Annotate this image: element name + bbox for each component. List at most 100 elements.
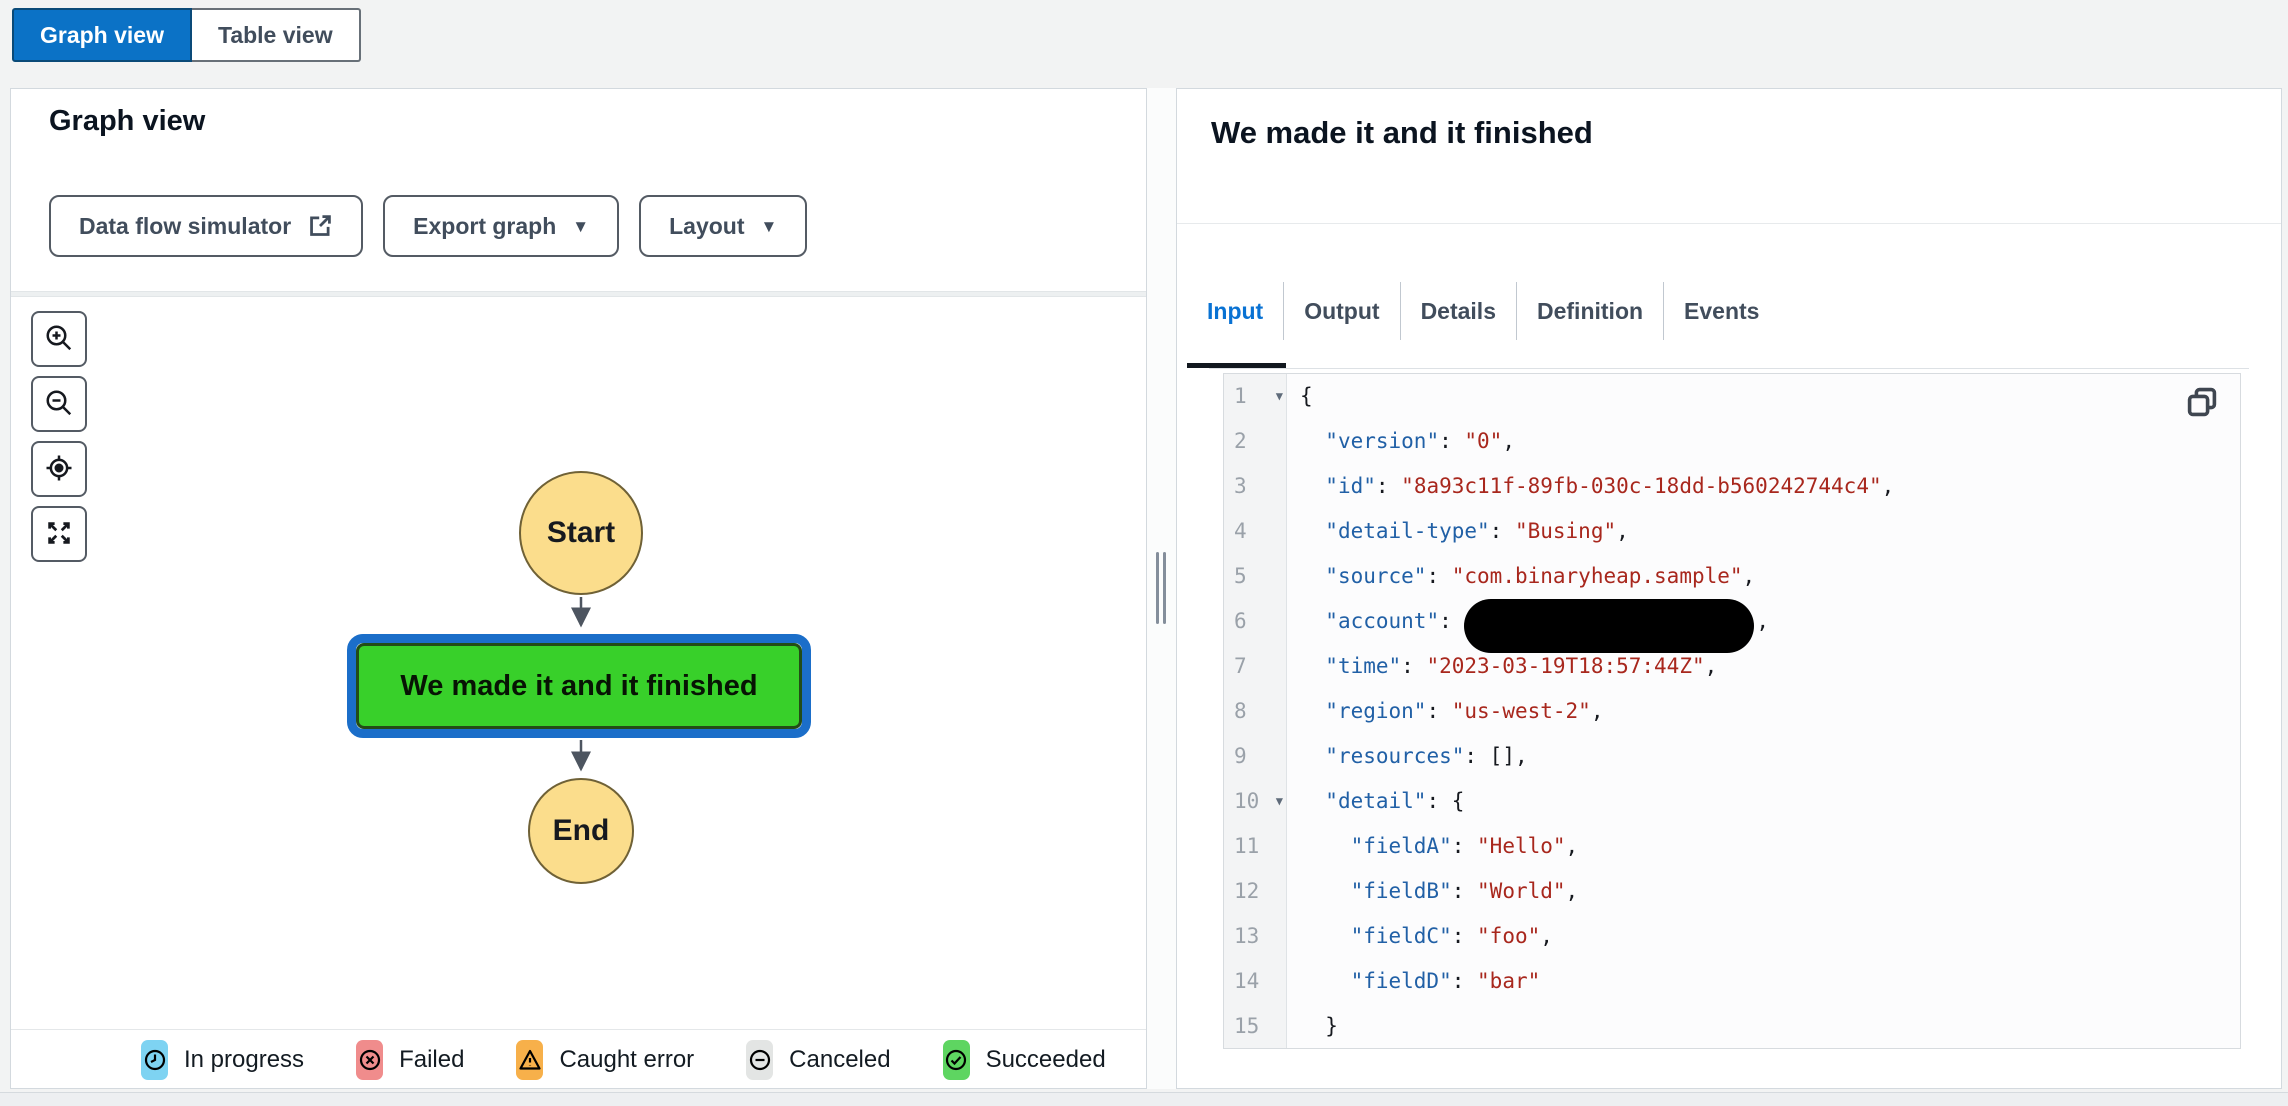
minus-circle-icon: [746, 1040, 774, 1080]
zoom-in-icon: [44, 323, 74, 356]
legend-label: Succeeded: [985, 1046, 1106, 1073]
external-link-icon: [307, 213, 333, 239]
check-circle-icon: [942, 1040, 970, 1080]
tab-table-view[interactable]: Table view: [191, 8, 361, 62]
center-icon: [44, 453, 74, 486]
line-number: 3: [1224, 464, 1287, 509]
node-end[interactable]: End: [528, 778, 634, 884]
code-lines: 1▼{2 "version": "0",3 "id": "8a93c11f-89…: [1224, 374, 2240, 1048]
graph-canvas[interactable]: Start We made it and it finished End: [11, 297, 1146, 1029]
state-details-panel: We made it and it finished Input Output …: [1176, 88, 2282, 1089]
code-line: 5 "source": "com.binaryheap.sample",: [1224, 554, 2240, 599]
legend-item-in-progress: In progress: [141, 1040, 304, 1080]
line-number: 11: [1224, 824, 1287, 869]
zoom-out-icon: [44, 388, 74, 421]
line-number: 6: [1224, 599, 1287, 644]
panel-resize-handle[interactable]: [1147, 88, 1176, 1089]
legend-label: Canceled: [789, 1046, 891, 1073]
input-json-editor: 1▼{2 "version": "0",3 "id": "8a93c11f-89…: [1223, 373, 2241, 1049]
legend-item-failed: Failed: [356, 1040, 464, 1080]
resize-handle-bar: [1163, 552, 1166, 624]
tabs-bottom-divider: [1209, 368, 2249, 369]
code-line: 14 "fieldD": "bar": [1224, 959, 2240, 1004]
details-tabs: Input Output Details Definition Events: [1187, 259, 1779, 363]
tab-input[interactable]: Input: [1187, 259, 1283, 363]
tab-details[interactable]: Details: [1401, 259, 1516, 363]
node-end-label: End: [552, 814, 610, 847]
tab-events[interactable]: Events: [1664, 259, 1779, 363]
code-line: 2 "version": "0",: [1224, 419, 2240, 464]
graph-view-heading: Graph view: [49, 105, 206, 137]
caret-down-icon: ▼: [760, 216, 778, 236]
zoom-out-button[interactable]: [31, 376, 87, 432]
tab-divider: [1516, 282, 1517, 340]
title-divider: [1177, 223, 2281, 224]
copy-icon[interactable]: [2186, 386, 2218, 421]
legend-divider: [11, 1029, 1146, 1030]
line-number: 9: [1224, 734, 1287, 779]
legend-item-succeeded: Succeeded: [942, 1040, 1106, 1080]
layout-label: Layout: [669, 212, 745, 239]
node-start[interactable]: Start: [519, 471, 643, 595]
legend-item-canceled: Canceled: [746, 1040, 891, 1080]
zoom-in-button[interactable]: [31, 311, 87, 367]
error-x-icon: [356, 1040, 384, 1080]
collapse-caret-icon[interactable]: ▼: [1275, 794, 1283, 808]
line-number: 7: [1224, 644, 1287, 689]
warning-triangle-icon: [516, 1040, 544, 1080]
line-number: 1▼: [1224, 374, 1287, 419]
graph-toolbar: Data flow simulator Export graph ▼ Layou…: [49, 195, 808, 257]
line-number: 10▼: [1224, 779, 1287, 824]
code-line: 4 "detail-type": "Busing",: [1224, 509, 2240, 554]
center-view-button[interactable]: [31, 441, 87, 497]
status-legend: In progress Failed Caught error Canceled: [141, 1030, 1106, 1090]
tab-graph-view[interactable]: Graph view: [12, 8, 192, 62]
node-state-inner: We made it and it finished: [356, 643, 802, 729]
data-flow-simulator-button[interactable]: Data flow simulator: [49, 195, 364, 257]
layout-button[interactable]: Layout ▼: [639, 195, 808, 257]
tab-definition[interactable]: Definition: [1517, 259, 1663, 363]
legend-label: In progress: [184, 1046, 305, 1073]
node-state-label: We made it and it finished: [400, 669, 758, 702]
line-number: 2: [1224, 419, 1287, 464]
tab-output[interactable]: Output: [1284, 259, 1399, 363]
node-state-we-made-it[interactable]: We made it and it finished: [347, 634, 811, 738]
line-number: 4: [1224, 509, 1287, 554]
tab-divider: [1283, 282, 1285, 340]
legend-label: Failed: [399, 1046, 465, 1073]
graph-view-panel: Graph view Data flow simulator Export gr…: [10, 88, 1147, 1089]
code-line: 11 "fieldA": "Hello",: [1224, 824, 2240, 869]
line-number: 12: [1224, 869, 1287, 914]
node-start-label: Start: [546, 516, 616, 549]
resize-handle-bar: [1156, 552, 1159, 624]
code-line: 8 "region": "us-west-2",: [1224, 689, 2240, 734]
redacted-account-value: [1464, 599, 1755, 653]
footer-bar: [0, 1092, 2288, 1106]
fit-view-button[interactable]: [31, 506, 87, 562]
code-line: 10▼ "detail": {: [1224, 779, 2240, 824]
code-line: 3 "id": "8a93c11f-89fb-030c-18dd-b560242…: [1224, 464, 2240, 509]
line-number: 14: [1224, 959, 1287, 1004]
line-number: 15: [1224, 1004, 1287, 1048]
caret-down-icon: ▼: [572, 216, 590, 236]
export-graph-button[interactable]: Export graph ▼: [383, 195, 620, 257]
line-number: 5: [1224, 554, 1287, 599]
code-line: 12 "fieldB": "World",: [1224, 869, 2240, 914]
view-toggle: Graph view Table view: [12, 8, 361, 62]
zoom-toolbar: [31, 311, 87, 562]
data-flow-simulator-label: Data flow simulator: [79, 212, 292, 239]
fit-view-icon: [44, 518, 74, 551]
code-line: 7 "time": "2023-03-19T18:57:44Z",: [1224, 644, 2240, 689]
code-line: 15 }: [1224, 1004, 2240, 1048]
code-line: 1▼{: [1224, 374, 2240, 419]
line-number: 13: [1224, 914, 1287, 959]
tab-divider: [1663, 282, 1665, 340]
export-graph-label: Export graph: [413, 212, 557, 239]
legend-label: Caught error: [559, 1046, 695, 1073]
collapse-caret-icon[interactable]: ▼: [1275, 389, 1283, 403]
code-line: 6 "account": ,: [1224, 599, 2240, 653]
details-panel-title: We made it and it finished: [1211, 115, 1593, 150]
code-line: 13 "fieldC": "foo",: [1224, 914, 2240, 959]
active-tab-underline: [1187, 363, 1286, 368]
